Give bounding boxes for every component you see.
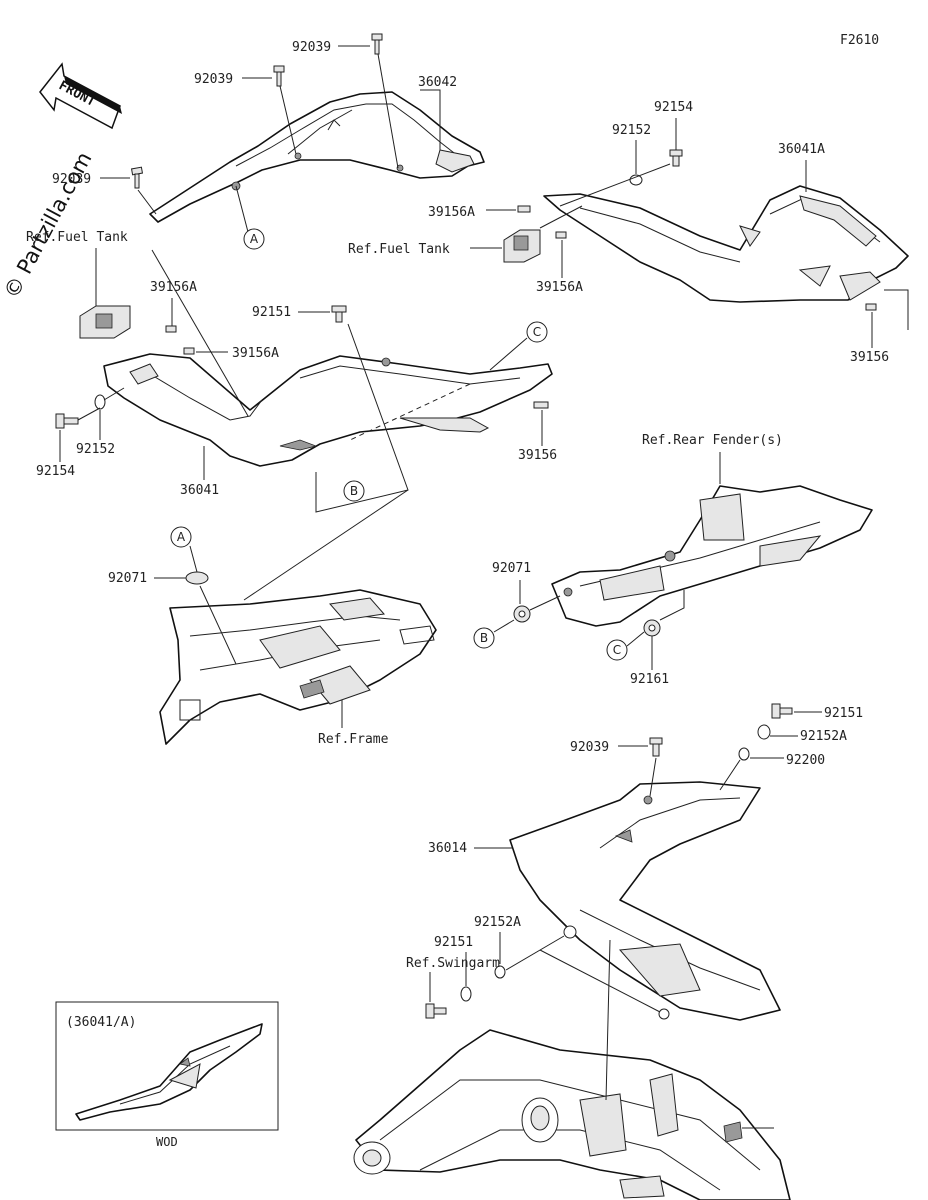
bolt-92039-top-icon: [371, 33, 383, 55]
front-arrow-icon: FRONT: [39, 62, 122, 130]
diagram-code: F2610: [840, 33, 879, 48]
callout-92151-a: 92151: [252, 305, 291, 320]
washer-92200-a-icon: [738, 747, 750, 761]
bolt-92151-b-icon: [771, 703, 793, 719]
callout-39156-b: 39156: [850, 350, 889, 365]
bolt-92151-a-icon: [331, 305, 347, 323]
swingarm: [353, 1029, 791, 1200]
callout-36041: 36041: [180, 483, 219, 498]
callout-39156A-4: 39156A: [536, 280, 583, 295]
part-36042: [149, 91, 485, 223]
frame-left: [159, 589, 437, 745]
callout-92161: 92161: [630, 672, 669, 687]
callout-92152A-a: 92152A: [800, 729, 847, 744]
part-36041A: [543, 185, 909, 303]
inset-box: [55, 1001, 279, 1131]
marker-b-upper-label: B: [350, 484, 358, 498]
clip-39156A-4-icon: [555, 231, 567, 239]
callout-92152-a: 92152: [76, 442, 115, 457]
washer-92152-a-icon: [94, 394, 106, 410]
marker-c-upper-label: C: [533, 325, 541, 339]
ref-fuel-tank-left-icon: [79, 305, 131, 339]
callout-92071-b: 92071: [492, 561, 531, 576]
bolt-92154-a-icon: [55, 413, 79, 429]
marker-b-upper: [343, 480, 365, 502]
marker-a-lower-label: A: [177, 530, 186, 544]
marker-a-upper: [243, 228, 265, 250]
clip-39156A-3-icon: [517, 205, 531, 213]
callout-ref-frame: Ref.Frame: [318, 732, 389, 747]
callout-92154-b: 92154: [654, 100, 693, 115]
grommet-92071-a-icon: [185, 571, 209, 585]
marker-a-lower: [170, 526, 192, 548]
marker-c-upper: [526, 321, 548, 343]
callout-92152A-b: 92151: [434, 935, 473, 950]
clip-39156-a-icon: [533, 401, 549, 409]
callout-ref-rear-fender: Ref.Rear Fender(s): [642, 433, 783, 448]
callout-39156-a: 39156: [518, 448, 557, 463]
washer-92152A-b-icon: [460, 986, 472, 1002]
callout-92071-a: 92071: [108, 571, 147, 586]
bolt-92039-mid-icon: [649, 737, 663, 757]
marker-a-upper-label: A: [250, 232, 259, 246]
callout-92039-mid: 92039: [570, 740, 609, 755]
bolt-92039-far-icon: [130, 166, 144, 189]
part-36041: [103, 353, 553, 467]
callout-92151-b: 92151: [824, 706, 863, 721]
bolt-92154-b-icon: [669, 149, 683, 167]
callout-92152-b: 92152: [612, 123, 651, 138]
marker-b-lower: [473, 627, 495, 649]
callout-92200-a: 92200: [786, 753, 825, 768]
marker-c-lower-label: C: [613, 643, 621, 657]
callout-92039-left: 92039: [194, 72, 233, 87]
clip-39156A-2-icon: [183, 347, 195, 355]
washer-92152-b-icon: [629, 174, 643, 186]
callout-36042: 36042: [418, 75, 457, 90]
marker-b-lower-label: B: [480, 631, 488, 645]
rear-fender: [551, 485, 873, 627]
callout-36014: 36014: [428, 841, 467, 856]
callout-92200-b: 92152A: [474, 915, 521, 930]
bolt-92151-c-icon: [425, 1003, 447, 1019]
washer-92200-b-icon: [494, 965, 506, 979]
inset-title: (36041/A): [66, 1015, 136, 1030]
marker-c-lower: [606, 639, 628, 661]
callout-36041A: 36041A: [778, 142, 825, 157]
washer-92152A-a-icon: [757, 724, 771, 740]
callout-92154-a: 92154: [36, 464, 75, 479]
clip-39156A-1-icon: [165, 325, 177, 333]
callout-ref-fuel-left: Ref.Fuel Tank: [26, 230, 128, 245]
ref-fuel-tank-right-icon: [503, 229, 541, 263]
callout-92151-c: Ref.Swingarm: [406, 956, 500, 971]
inset-caption: WOD: [156, 1135, 178, 1149]
callout-92039-top: 92039: [292, 40, 331, 55]
clip-39156-b-icon: [865, 303, 877, 311]
bolt-92039-left-icon: [273, 65, 285, 87]
callout-92039-far: 92039: [52, 172, 91, 187]
callout-39156A-3: 39156A: [428, 205, 475, 220]
callout-39156A-2: 39156A: [232, 346, 279, 361]
callout-ref-fuel-right: Ref.Fuel Tank: [348, 242, 450, 257]
part-36014: [509, 781, 781, 1021]
